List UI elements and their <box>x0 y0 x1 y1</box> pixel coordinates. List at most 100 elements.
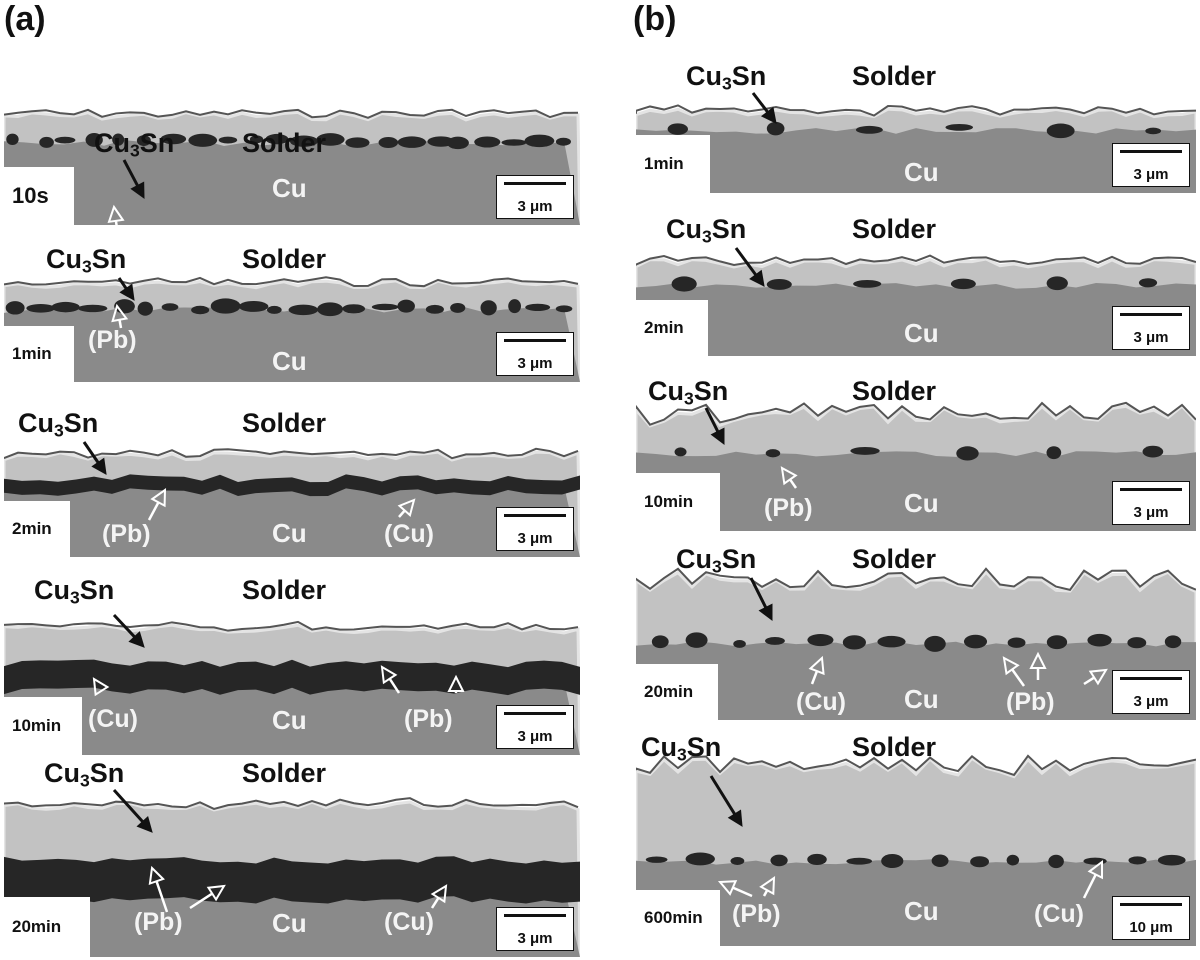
pb-particle <box>931 854 949 867</box>
pb-particle <box>555 137 571 146</box>
pb-particle <box>1048 854 1064 869</box>
pb-particle <box>446 136 469 150</box>
pb-particle <box>1007 637 1026 648</box>
cu3sn-sub: 3 <box>702 226 712 247</box>
solder-label: Solder <box>242 760 327 788</box>
cu3sn-label: Cu3Sn <box>46 246 126 276</box>
time-label: 10min <box>636 473 720 531</box>
micrograph-image <box>4 620 580 755</box>
pb-particle <box>651 635 669 649</box>
cu3sn-base: Cu <box>46 244 82 274</box>
copper-substrate <box>636 859 1196 946</box>
scale-bar-text: 3 μm <box>1133 693 1169 710</box>
micrograph-image <box>4 276 580 382</box>
scale-bar-text: 3 μm <box>517 198 553 215</box>
cu-substrate-label: Cu <box>904 157 939 187</box>
cu3sn-tail: Sn <box>89 760 125 788</box>
interface-rim <box>4 797 579 810</box>
pb-band <box>4 856 580 904</box>
cu3sn-tail: Sn <box>79 575 115 605</box>
scale-bar-line <box>504 712 566 715</box>
scale-bar-line <box>504 914 566 917</box>
scale-bar-text: 3 μm <box>1133 329 1169 346</box>
cu-phase-label: (Cu) <box>88 705 138 733</box>
pb-particle <box>555 305 573 313</box>
scale-bar-text: 3 μm <box>517 930 553 947</box>
cu3sn-tail: Sn <box>721 544 757 574</box>
copper-substrate <box>636 451 1196 531</box>
pb-particle <box>766 278 792 290</box>
cu3sn-label: Cu3Sn <box>641 734 721 764</box>
cu3sn-label: Cu3Sn <box>44 760 124 790</box>
pb-particle <box>316 133 345 146</box>
pb-particle <box>6 133 19 146</box>
cu3sn-tail: Sn <box>91 244 127 274</box>
micrograph-image <box>636 254 1196 356</box>
pb-particle <box>842 635 866 650</box>
solder-label: Solder <box>852 376 937 406</box>
cu3sn-base: Cu <box>648 376 684 406</box>
time-label: 20min <box>636 664 718 720</box>
cu3sn-base: Cu <box>94 128 130 158</box>
copper-substrate <box>636 283 1196 356</box>
copper-substrate <box>636 641 1196 720</box>
pb-particle <box>1046 635 1068 650</box>
pb-particle <box>765 636 785 645</box>
scale-bar: 3 μm <box>1112 481 1190 525</box>
scale-bar: 3 μm <box>1112 306 1190 350</box>
pb-particle <box>474 136 501 148</box>
panel-b-label: (b) <box>633 0 677 38</box>
cu3sn-sub: 3 <box>722 73 732 94</box>
pb-particle <box>85 132 103 147</box>
cu3sn-sub: 3 <box>684 388 694 409</box>
pb-particle <box>924 635 946 652</box>
pb-particle <box>265 133 289 145</box>
pb-particle <box>765 449 781 458</box>
scale-bar-text: 3 μm <box>517 355 553 372</box>
pb-particle <box>188 133 218 147</box>
pb-particle <box>191 305 210 315</box>
solder-label: Solder <box>852 214 937 244</box>
time-label: 1min <box>636 135 710 193</box>
pb-phase-label: (Pb) <box>88 326 137 354</box>
solder-label: Solder <box>242 408 327 438</box>
cu3sn-base: Cu <box>676 544 712 574</box>
pb-particle <box>1083 857 1107 865</box>
pb-particle <box>160 133 187 145</box>
pb-particle <box>397 136 427 148</box>
pb-particle <box>288 304 319 316</box>
cu3sn-sub: 3 <box>82 256 92 277</box>
pb-particle <box>855 125 883 134</box>
pb-phase-label: (Pb) <box>1006 688 1055 716</box>
cu3sn-label: Cu3Sn <box>648 378 728 408</box>
cu3sn-base: Cu <box>44 760 80 788</box>
pb-particle <box>645 856 668 863</box>
cu-substrate-label: Cu <box>904 318 939 348</box>
pb-phase-label: (Pb) <box>764 494 813 522</box>
pb-particle <box>685 632 708 648</box>
scale-bar-line <box>504 339 566 342</box>
scale-bar-text: 3 μm <box>1133 166 1169 183</box>
pb-particle <box>378 137 399 149</box>
pb-particle <box>54 136 76 144</box>
scale-bar-line <box>1120 903 1182 906</box>
pb-particle <box>877 635 906 648</box>
pb-particle <box>78 304 108 313</box>
pb-particle <box>853 279 882 288</box>
scale-bar: 3 μm <box>496 907 574 951</box>
cu-substrate-label: Cu <box>272 518 307 548</box>
pb-particle <box>210 298 241 314</box>
pb-particle <box>963 634 988 649</box>
scale-bar-line <box>1120 677 1182 680</box>
pb-particle <box>1046 123 1075 139</box>
cu3sn-label: Cu3Sn <box>686 63 766 93</box>
interface-rim <box>636 754 1196 777</box>
copper-substrate <box>4 140 580 225</box>
pb-particle <box>51 301 80 313</box>
cu-phase-label: (Cu) <box>384 520 434 548</box>
interface-rim <box>4 108 579 119</box>
